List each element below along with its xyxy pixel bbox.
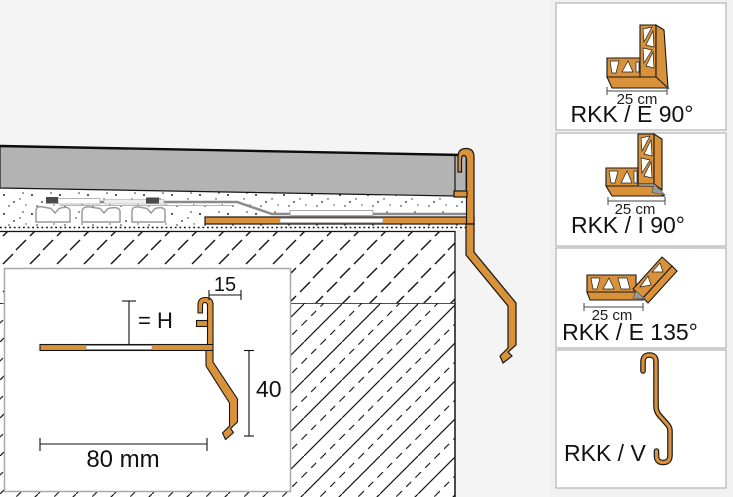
inset-leg-perforation [85, 345, 153, 350]
dim-25cm [606, 87, 668, 95]
dim-leg-length [39, 438, 208, 451]
vertical-connector-icon [640, 352, 673, 466]
anchoring-leg-perforation [279, 218, 384, 223]
variant-dim: 25 cm [617, 91, 658, 108]
inset-rkk-profile [39, 296, 239, 441]
variant-card-rkk-v[interactable]: RKK / V [555, 349, 727, 489]
variant-card-rkk-i-90[interactable]: 25 cm RKK / I 90° [555, 132, 727, 247]
dim-leg-length-label: 80 mm [86, 446, 159, 473]
dim-face-height-label: 40 [256, 376, 282, 402]
detail-inset-box [3, 267, 292, 493]
inset-upstand-bead [197, 296, 214, 346]
tile-top-edge [0, 144, 463, 157]
variant-label: RKK / E 90° [571, 101, 694, 127]
variant-label: RKK / E 135° [562, 319, 698, 345]
variant-card-rkk-e-135[interactable]: 25 cm RKK / E 135° [555, 247, 727, 349]
sidebar: 25 cm RKK / E 90° [549, 0, 733, 497]
variant-dim: 25 cm [592, 307, 633, 324]
variant-label: RKK / V [564, 440, 646, 466]
tile-covering [0, 144, 463, 197]
dim-joint-width [208, 290, 242, 300]
variant-label: RKK / I 90° [571, 212, 685, 238]
corner-external-135-icon [586, 256, 678, 304]
fastener-clip [46, 197, 58, 204]
corner-external-90-icon [606, 24, 670, 90]
detail-inset: = H 15 40 80 mm [3, 267, 292, 493]
dim-tile-height-label: = H [138, 308, 173, 333]
rkk-profile-spacer-nub [453, 190, 468, 198]
inset-fascia-drip [205, 349, 239, 441]
waterproofing-membrane [46, 197, 466, 216]
dim-25cm [607, 197, 666, 205]
rkk-profile-fascia-drip [465, 223, 517, 364]
corner-internal-90-icon [605, 133, 667, 197]
inset-spacer-nub [195, 319, 209, 328]
dim-face-height [244, 349, 254, 437]
dim-tile-height [122, 300, 136, 345]
drainage-mat-clouds [35, 205, 166, 223]
variant-dim: 25 cm [615, 201, 656, 218]
variant-card-rkk-e-90[interactable]: 25 cm RKK / E 90° [555, 2, 727, 131]
rkk-profile [204, 147, 517, 364]
fastener-clip [146, 197, 159, 204]
dim-joint-width-label: 15 [214, 274, 236, 296]
dim-25cm [583, 303, 644, 311]
